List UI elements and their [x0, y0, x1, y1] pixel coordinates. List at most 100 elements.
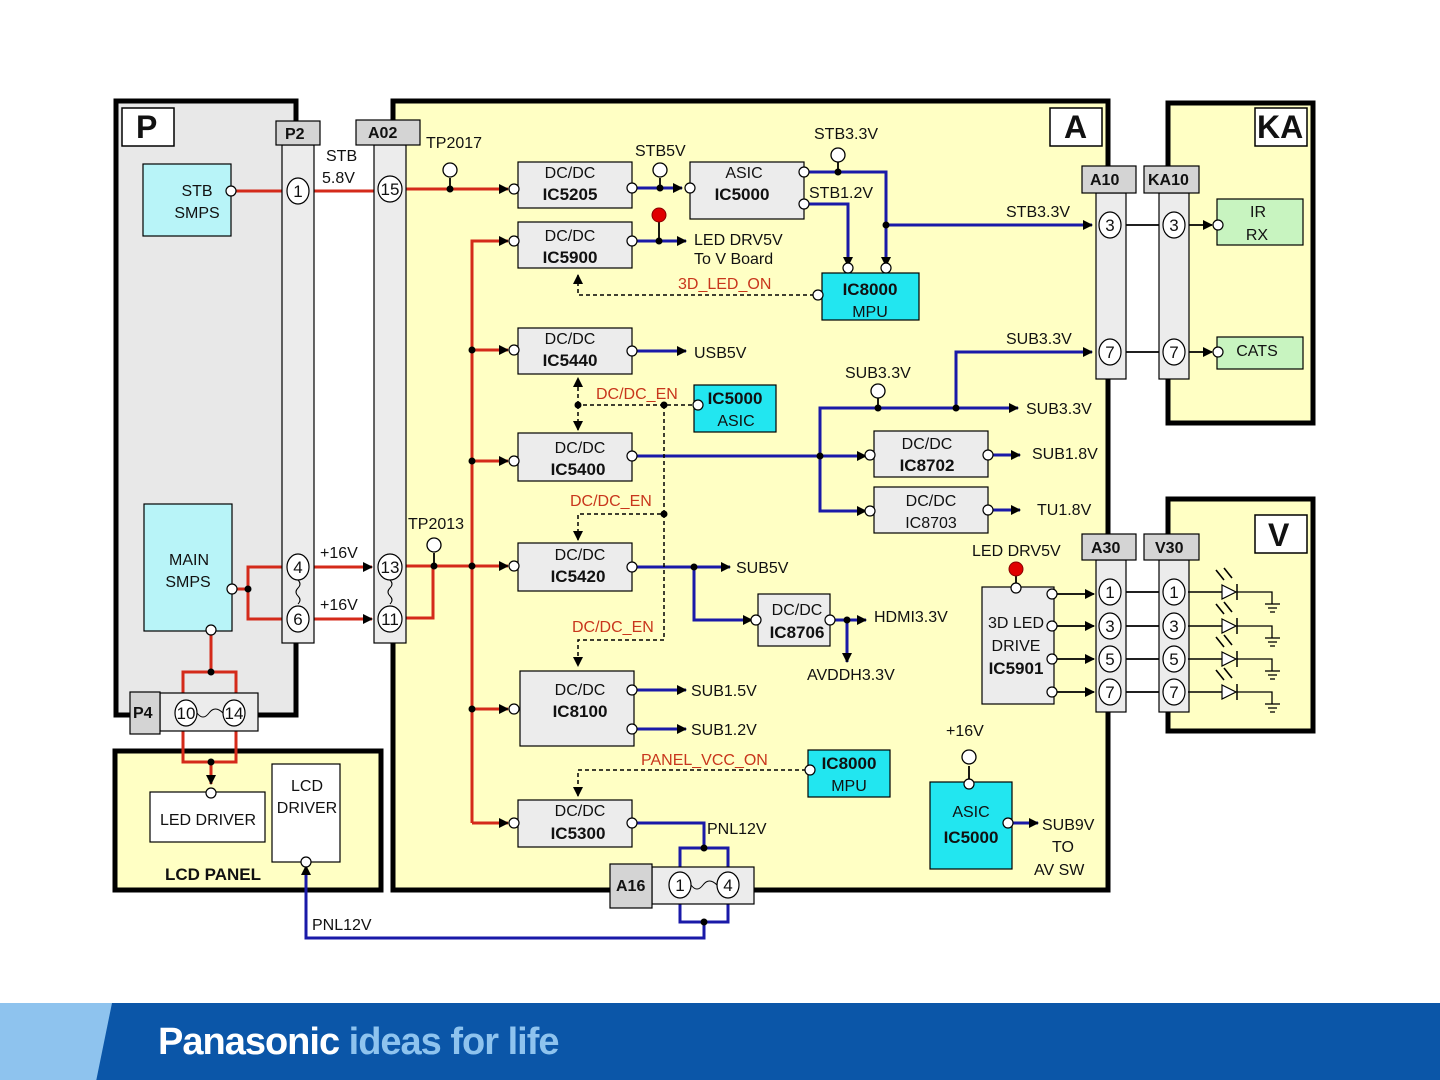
- rail-sub1-2v-label: SUB1.2V: [691, 722, 757, 739]
- signal-panel-vcc-on: PANEL_VCC_ON: [641, 752, 768, 769]
- port-icon: [982, 449, 994, 461]
- junction-dot: [834, 168, 842, 176]
- junction-dot: [468, 705, 476, 713]
- led-drv5v-testpoint-a: [651, 207, 667, 223]
- pin-a10-3: 3: [1105, 216, 1114, 235]
- ic5440-name: IC5440: [543, 351, 598, 370]
- rail-stb3-3v-out-label: STB3.3V: [1006, 204, 1070, 221]
- rail-led-drv5v-v-label: LED DRV5V: [972, 543, 1061, 560]
- ic8000-bot-type: MPU: [831, 778, 867, 795]
- junction-dot: [207, 668, 215, 676]
- pin-a16-4: 4: [723, 876, 732, 895]
- port-icon: [750, 614, 762, 626]
- rail-stb-label: STB: [326, 148, 357, 165]
- rail-hdmi3-3v-label: HDMI3.3V: [874, 609, 948, 626]
- connector-p4-label: P4: [133, 705, 153, 722]
- rail-sub1-8v-label: SUB1.8V: [1032, 446, 1098, 463]
- board-a: A: [390, 98, 1111, 893]
- pin-p2-6: 6: [293, 610, 302, 629]
- stb-smps-label-2: SMPS: [174, 205, 219, 222]
- block-stb-smps: STB SMPS: [142, 163, 232, 237]
- pin-v30-7: 7: [1169, 683, 1178, 702]
- test-point-icon: [830, 147, 846, 163]
- ic5420-name: IC5420: [551, 567, 606, 586]
- port-icon: [626, 561, 638, 573]
- junction-dot: [468, 346, 476, 354]
- pin-p4-10: 10: [177, 704, 196, 723]
- port-icon: [508, 344, 520, 356]
- ic5400-type: DC/DC: [555, 440, 606, 457]
- board-p-tag: P: [136, 109, 157, 145]
- red-test-points: [651, 207, 1024, 577]
- block-cats: CATS: [1216, 336, 1304, 370]
- cats-label: CATS: [1236, 343, 1277, 360]
- port-icon: [508, 183, 520, 195]
- rail-5-8v-label: 5.8V: [322, 170, 355, 187]
- port-icon: [842, 262, 854, 274]
- power-distribution-diagram: P A KA V LCD PANEL: [112, 98, 1316, 940]
- led-array: [1188, 567, 1280, 713]
- port-icon: [1046, 588, 1058, 600]
- ground-wire: [1237, 591, 1273, 604]
- junction-dot: [816, 452, 824, 460]
- port-icon: [1212, 219, 1224, 231]
- block-lcd-driver: LCD DRIVER: [271, 763, 341, 863]
- connector-a30-label: A30: [1091, 540, 1120, 557]
- block-ic8000-mpu-bottom: IC8000 MPU: [807, 749, 891, 798]
- port-icon: [626, 235, 638, 247]
- port-icon: [812, 289, 824, 301]
- test-point-icon: [652, 162, 668, 178]
- pin-labels: 1 4 6 15 13 11 10 14 3 7 3 7 1 3 5 7 1 3…: [177, 180, 1179, 895]
- ic5205-type: DC/DC: [545, 165, 596, 182]
- port-icon: [1212, 346, 1224, 358]
- pin-a02-11: 11: [381, 610, 399, 629]
- junction-dot: [468, 562, 476, 570]
- port-icon: [226, 583, 238, 595]
- ic8702-type: DC/DC: [902, 436, 953, 453]
- port-icon: [508, 703, 520, 715]
- tp2017-label: TP2017: [426, 135, 482, 152]
- ground-wire: [1237, 658, 1273, 671]
- block-ic8702: DC/DC IC8702: [873, 430, 989, 478]
- port-icon: [626, 450, 638, 462]
- ic8100-name: IC8100: [553, 702, 608, 721]
- signal-dcdc-en-1: DC/DC_EN: [596, 386, 678, 403]
- rail-sub3-3v-ka-label: SUB3.3V: [1006, 331, 1072, 348]
- ic8706-type: DC/DC: [772, 602, 823, 619]
- signal-dcdc-en-2: DC/DC_EN: [570, 493, 652, 510]
- rail-stb3-3v-top-label: STB3.3V: [814, 126, 878, 143]
- ic5000-bot-type: ASIC: [952, 804, 989, 821]
- port-icon: [225, 185, 237, 197]
- rail-tu1-8v-label: TU1.8V: [1037, 502, 1092, 519]
- ic8703-type: DC/DC: [906, 493, 957, 510]
- led-diode-icon: [1221, 584, 1238, 600]
- rail-lines: [301, 170, 1093, 940]
- ic5000-top-name: IC5000: [715, 185, 770, 204]
- block-ic5900: DC/DC IC5900: [517, 221, 633, 269]
- brand-logo: Panasonic ideas for life: [158, 1021, 559, 1064]
- block-ir-rx: IR RX: [1216, 198, 1304, 246]
- block-ic8703: DC/DC IC8703: [873, 486, 989, 534]
- junction-dot: [655, 237, 663, 245]
- pin-v30-5: 5: [1169, 650, 1178, 669]
- ic8000-top-type: MPU: [852, 304, 888, 321]
- signal-dcdc-en-3: DC/DC_EN: [572, 619, 654, 636]
- port-icon: [824, 614, 836, 626]
- port-icon: [1002, 817, 1014, 829]
- junction-dot: [700, 844, 708, 852]
- junction-dot: [446, 185, 454, 193]
- port-icon: [300, 856, 312, 868]
- rail-to-v-board-label: To V Board: [694, 251, 773, 268]
- block-main-smps: MAIN SMPS: [143, 503, 233, 632]
- ic8702-name: IC8702: [900, 456, 955, 475]
- led-diode-icon: [1221, 651, 1238, 667]
- port-icon: [684, 182, 696, 194]
- ic8000-bot-name: IC8000: [822, 754, 877, 773]
- rail-sub9v-label: SUB9V: [1042, 817, 1095, 834]
- board-lcd-panel-tag: LCD PANEL: [165, 865, 261, 884]
- lcd-driver-label-1: LCD: [291, 778, 323, 795]
- block-ic5400: DC/DC IC5400: [517, 432, 633, 482]
- port-icon: [626, 345, 638, 357]
- connector-v30-label: V30: [1155, 540, 1184, 557]
- ic5300-name: IC5300: [551, 824, 606, 843]
